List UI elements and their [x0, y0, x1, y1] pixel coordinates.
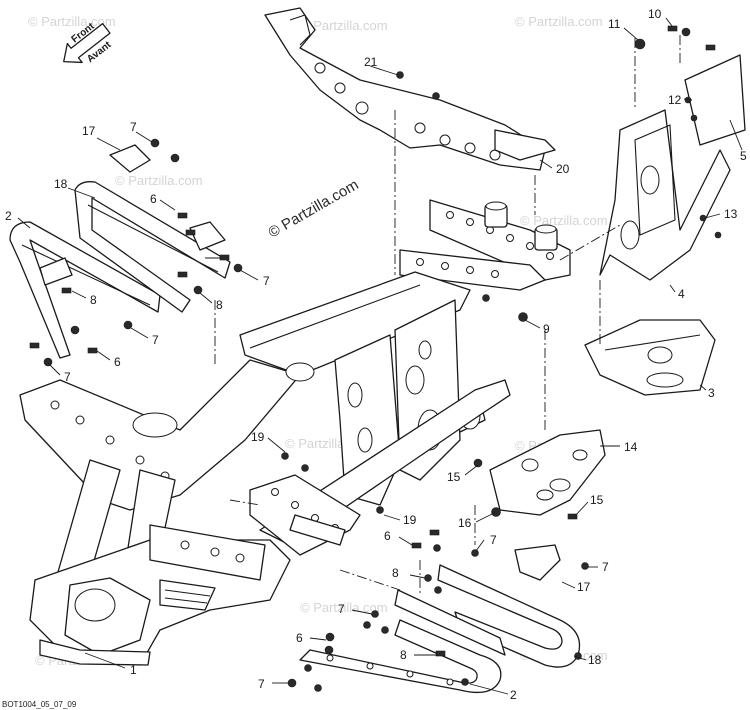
- callout-7: 7: [258, 677, 265, 691]
- callout-11: 11: [608, 17, 621, 31]
- callout-6: 6: [384, 529, 391, 543]
- callout-8: 8: [90, 293, 97, 307]
- callout-16: 16: [458, 516, 472, 530]
- rear-upper-rails: [399, 199, 571, 291]
- callout-7: 7: [130, 120, 137, 134]
- right-brackets: [584, 54, 746, 396]
- callout-3: 3: [708, 386, 715, 400]
- callout-7: 7: [490, 533, 497, 547]
- callout-8: 8: [392, 566, 399, 580]
- callout-17: 17: [82, 124, 96, 138]
- rear-cross-bracket: [249, 474, 361, 556]
- callout-7: 7: [263, 274, 270, 288]
- watermark-faint: © Partzilla.com: [28, 14, 116, 29]
- callout-12: 12: [668, 93, 682, 107]
- left-rear-bars: [9, 144, 231, 359]
- drawing-code: BOT1004_05_07_09: [2, 700, 77, 709]
- hardware: [29, 25, 722, 692]
- assembly-lines: [214, 35, 681, 595]
- callout-6: 6: [150, 192, 157, 206]
- main-frame: [19, 271, 511, 666]
- callout-6: 6: [296, 631, 303, 645]
- callout-8: 8: [216, 298, 223, 312]
- right-rear-bars: [299, 544, 581, 694]
- callout-5: 5: [740, 149, 747, 163]
- callout-13: 13: [724, 207, 738, 221]
- callout-18: 18: [54, 177, 68, 191]
- callout-19: 19: [251, 430, 265, 444]
- callout-10: 10: [648, 7, 662, 21]
- callout-numbers: 17 7 18 2 6 7 8 8 7 6 7 21 20 11 10 12 5…: [5, 7, 747, 702]
- watermark-main: © Partzilla.com: [266, 176, 362, 241]
- callout-2: 2: [5, 209, 12, 223]
- callout-7: 7: [602, 560, 609, 574]
- callout-19: 19: [403, 513, 417, 527]
- callout-15: 15: [447, 470, 461, 484]
- watermark-faint: © Partzilla.com: [115, 173, 203, 188]
- arrow-icon: [63, 22, 111, 64]
- watermark-faint: © Partzilla.com: [520, 213, 608, 228]
- callout-1: 1: [130, 663, 137, 677]
- callout-17: 17: [577, 580, 591, 594]
- callout-18: 18: [588, 653, 602, 667]
- watermark-faint: © Partzilla.com: [300, 600, 388, 615]
- callout-15: 15: [590, 493, 604, 507]
- callout-8: 8: [400, 648, 407, 662]
- callout-4: 4: [678, 287, 685, 301]
- callout-9: 9: [543, 322, 550, 336]
- callout-7: 7: [152, 333, 159, 347]
- leader-lines: [17, 17, 743, 695]
- callout-2: 2: [510, 688, 517, 702]
- callout-14: 14: [624, 440, 638, 454]
- callout-7: 7: [338, 602, 345, 616]
- callout-7: 7: [64, 370, 71, 384]
- watermark-faint: © Partzilla.com: [515, 14, 603, 29]
- watermark-faint: © Partzilla.com: [300, 18, 388, 33]
- rear-right-bracket: [489, 429, 606, 516]
- callout-6: 6: [114, 355, 121, 369]
- callout-21: 21: [364, 55, 378, 69]
- callout-20: 20: [556, 162, 570, 176]
- upper-support-bracket: [264, 7, 556, 171]
